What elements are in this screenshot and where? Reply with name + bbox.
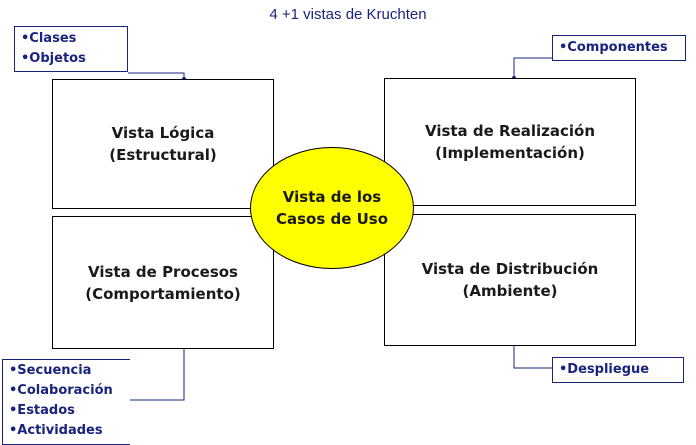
tag-item: •Clases xyxy=(21,31,77,46)
view-logica-name: Vista Lógica xyxy=(111,124,215,142)
tag-item: •Estados xyxy=(9,403,75,418)
tag-realizacion: •Componentes xyxy=(552,35,686,61)
view-procesos-name: Vista de Procesos xyxy=(88,262,238,281)
view-distribucion: Vista de Distribución (Ambiente) xyxy=(384,214,636,346)
view-logica-subtitle: (Estructural) xyxy=(109,146,217,164)
view-distribucion-name: Vista de Distribución xyxy=(421,260,599,278)
view-casos-de-uso: Vista de los Casos de Uso xyxy=(250,147,414,269)
tag-item: •Despliegue xyxy=(559,362,650,377)
tag-procesos: •Secuencia •Colaboración •Estados •Activ… xyxy=(2,359,130,445)
tag-item: •Componentes xyxy=(559,40,668,55)
view-realizacion: Vista de Realización (Implementación) xyxy=(384,78,636,206)
connector-distribucion xyxy=(513,344,552,369)
view-realizacion-subtitle: (Implementación) xyxy=(435,144,585,162)
tag-logica: •Clases •Objetos xyxy=(14,26,128,72)
connector-procesos xyxy=(130,347,185,401)
view-procesos-subtitle: (Comportamiento) xyxy=(85,284,241,303)
tag-item: •Objetos xyxy=(21,51,86,66)
view-realizacion-name: Vista de Realización xyxy=(424,122,596,140)
diagram-title: 4 +1 vistas de Kruchten xyxy=(269,6,427,23)
tag-item: •Actividades xyxy=(9,423,103,438)
view-procesos: Vista de Procesos (Comportamiento) xyxy=(52,216,274,349)
connector-realizacion xyxy=(513,57,552,78)
tag-item: •Secuencia xyxy=(9,363,92,378)
center-line-2: Casos de Uso xyxy=(275,210,389,228)
center-line-1: Vista de los xyxy=(282,188,382,206)
tag-item: •Colaboración xyxy=(9,383,113,398)
tag-distribucion: •Despliegue xyxy=(552,357,684,383)
view-logica: Vista Lógica (Estructural) xyxy=(52,79,274,209)
view-distribucion-subtitle: (Ambiente) xyxy=(462,282,558,300)
